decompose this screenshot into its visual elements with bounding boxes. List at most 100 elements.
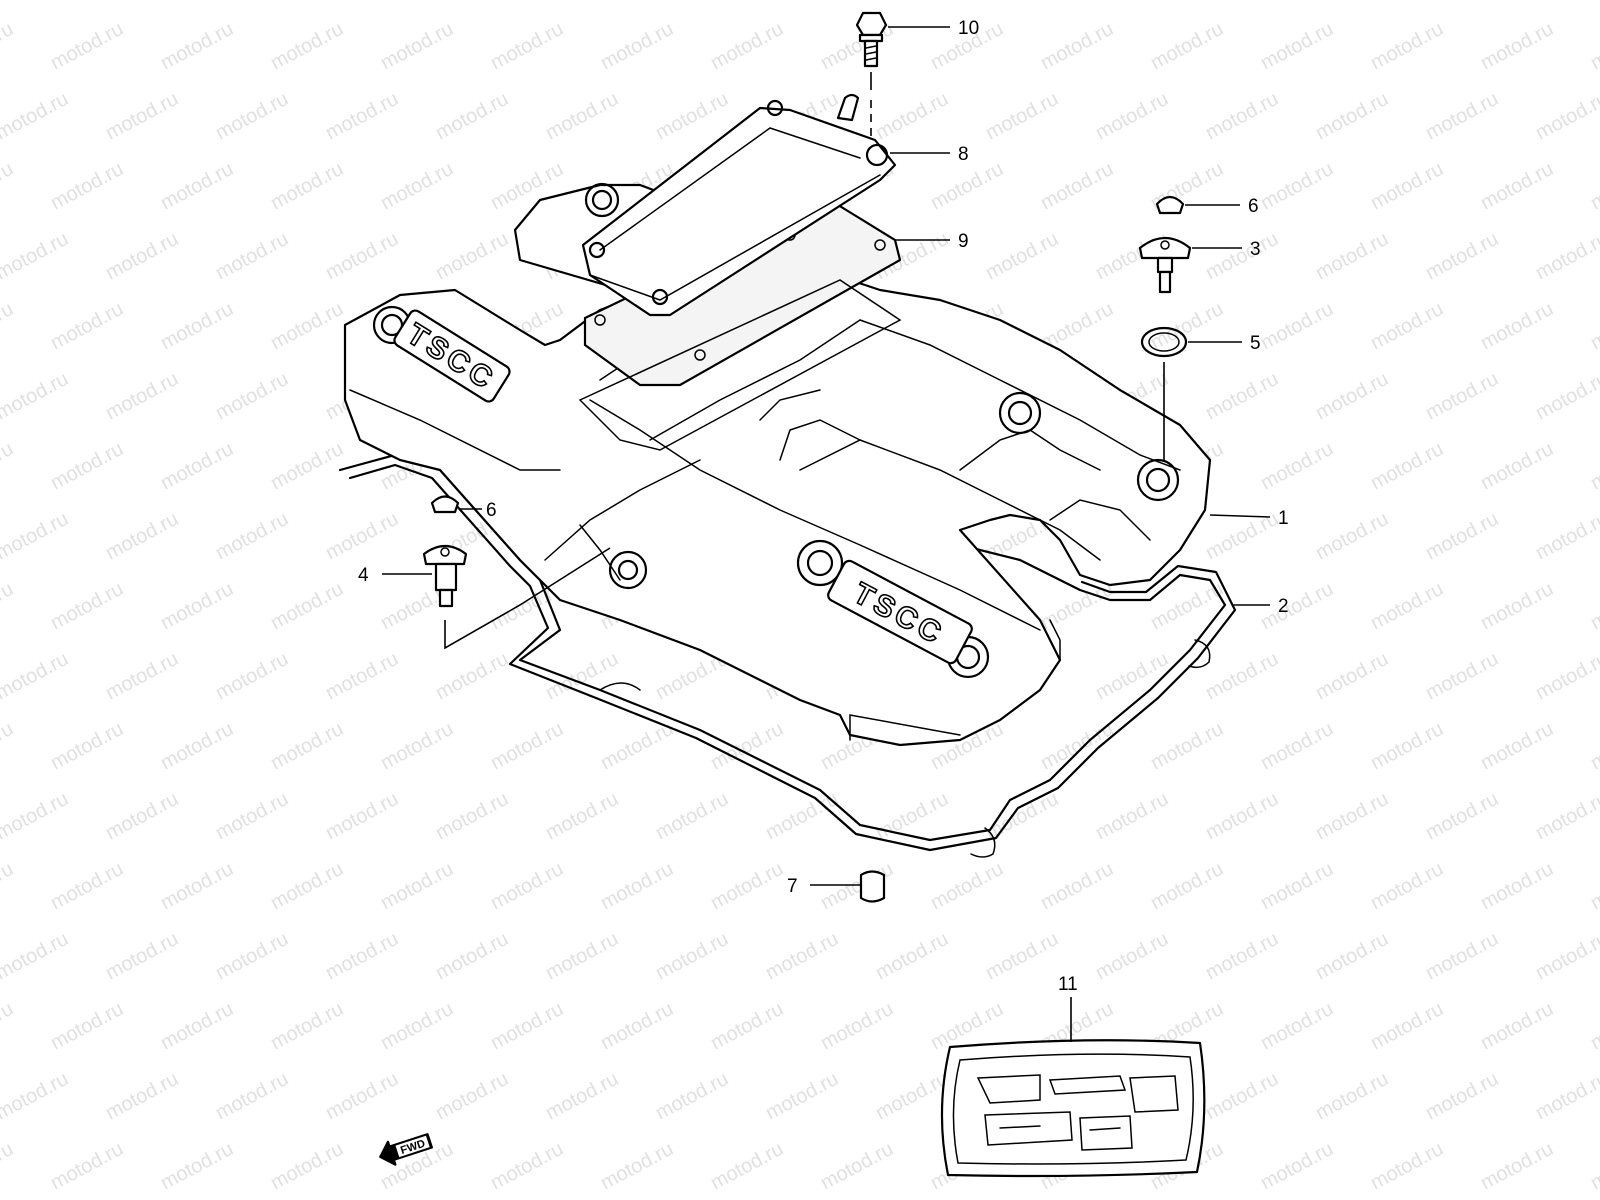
watermark-text: motod.ru xyxy=(1587,578,1600,634)
watermark-text: motod.ru xyxy=(212,648,292,704)
watermark-text: motod.ru xyxy=(652,928,732,984)
watermark-text: motod.ru xyxy=(267,998,347,1054)
callout-8: 8 xyxy=(958,144,969,165)
watermark-text: motod.ru xyxy=(542,0,622,4)
gasket-set-11 xyxy=(940,1039,1206,1178)
watermark-text: motod.ru xyxy=(47,718,127,774)
cylinder-head-cover-gasket xyxy=(338,453,1237,858)
watermark-text: motod.ru xyxy=(1367,578,1447,634)
cap-6-upper xyxy=(1155,195,1185,215)
watermark-text: motod.ru xyxy=(1257,858,1337,914)
watermark-text: motod.ru xyxy=(1257,718,1337,774)
watermark-text: motod.ru xyxy=(47,998,127,1054)
watermark-text: motod.ru xyxy=(597,998,677,1054)
watermark-text: motod.ru xyxy=(1422,508,1502,564)
watermark-text: motod.ru xyxy=(1422,88,1502,144)
watermark-text: motod.ru xyxy=(927,158,1007,214)
watermark-text: motod.ru xyxy=(1092,88,1172,144)
watermark-text: motod.ru xyxy=(212,508,292,564)
watermark-text: motod.ru xyxy=(0,18,17,74)
callout-7: 7 xyxy=(787,876,798,897)
watermark-text: motod.ru xyxy=(267,858,347,914)
watermark-text: motod.ru xyxy=(1532,1068,1600,1124)
watermark-text: motod.ru xyxy=(157,438,237,494)
watermark-text: motod.ru xyxy=(1477,298,1557,354)
watermark-text: motod.ru xyxy=(707,858,787,914)
watermark-text: motod.ru xyxy=(597,858,677,914)
watermark-text: motod.ru xyxy=(267,1138,347,1194)
watermark-text: motod.ru xyxy=(157,578,237,634)
watermark-text: motod.ru xyxy=(1422,788,1502,844)
watermark-text: motod.ru xyxy=(0,788,72,844)
watermark-text: motod.ru xyxy=(1477,18,1557,74)
watermark-text: motod.ru xyxy=(267,18,347,74)
watermark-text: motod.ru xyxy=(47,158,127,214)
watermark-text: motod.ru xyxy=(0,298,17,354)
watermark-text: motod.ru xyxy=(982,788,1062,844)
watermark-text: motod.ru xyxy=(267,298,347,354)
watermark-text: motod.ru xyxy=(322,1068,402,1124)
watermark-text: motod.ru xyxy=(1147,858,1227,914)
watermark-text: motod.ru xyxy=(322,788,402,844)
watermark-text: motod.ru xyxy=(1587,858,1600,914)
watermark-text: motod.ru xyxy=(707,1138,787,1194)
watermark-text: motod.ru xyxy=(0,928,72,984)
watermark-text: motod.ru xyxy=(982,228,1062,284)
watermark-text: motod.ru xyxy=(322,0,402,4)
watermark-text: motod.ru xyxy=(1532,788,1600,844)
cylinder-head-cover: TSCC TSCC xyxy=(343,182,1212,747)
watermark-text: motod.ru xyxy=(157,998,237,1054)
forward-direction-arrow: FWD xyxy=(379,1133,433,1166)
watermark-text: motod.ru xyxy=(1532,648,1600,704)
watermark-text: motod.ru xyxy=(1532,508,1600,564)
watermark-text: motod.ru xyxy=(47,298,127,354)
watermark-text: motod.ru xyxy=(322,508,402,564)
watermark-text: motod.ru xyxy=(487,18,567,74)
watermark-text: motod.ru xyxy=(1257,578,1337,634)
watermark-text: motod.ru xyxy=(1312,1068,1392,1124)
watermark-text: motod.ru xyxy=(1312,228,1392,284)
watermark-text: motod.ru xyxy=(1367,998,1447,1054)
watermark-text: motod.ru xyxy=(1312,788,1392,844)
bolt-10 xyxy=(855,11,888,68)
watermark-text: motod.ru xyxy=(212,928,292,984)
watermark-text: motod.ru xyxy=(652,0,732,4)
watermark-text: motod.ru xyxy=(267,438,347,494)
callout-10: 10 xyxy=(958,18,979,39)
watermark-text: motod.ru xyxy=(432,88,512,144)
watermark-text: motod.ru xyxy=(1202,228,1282,284)
watermark-text: motod.ru xyxy=(1422,648,1502,704)
watermark-text: motod.ru xyxy=(487,998,567,1054)
watermark-text: motod.ru xyxy=(542,928,622,984)
watermark-text: motod.ru xyxy=(47,1138,127,1194)
watermark-text: motod.ru xyxy=(1037,858,1117,914)
watermark-text: motod.ru xyxy=(1202,88,1282,144)
callout-6-lower: 6 xyxy=(486,500,497,521)
watermark-text: motod.ru xyxy=(0,88,72,144)
watermark-text: motod.ru xyxy=(1257,438,1337,494)
watermark-text: motod.ru xyxy=(1312,648,1392,704)
watermark-text: motod.ru xyxy=(0,578,17,634)
watermark-text: motod.ru xyxy=(1257,18,1337,74)
watermark-text: motod.ru xyxy=(762,1068,842,1124)
watermark-text: motod.ru xyxy=(817,1138,897,1194)
watermark-text: motod.ru xyxy=(1422,0,1502,4)
watermark-text: motod.ru xyxy=(157,718,237,774)
watermark-text: motod.ru xyxy=(1587,998,1600,1054)
watermark-text: motod.ru xyxy=(1367,858,1447,914)
watermark-text: motod.ru xyxy=(1477,998,1557,1054)
watermark-text: motod.ru xyxy=(1312,368,1392,424)
watermark-text: motod.ru xyxy=(432,788,512,844)
watermark-text: motod.ru xyxy=(1202,648,1282,704)
watermark-text: motod.ru xyxy=(872,88,952,144)
watermark-text: motod.ru xyxy=(762,928,842,984)
watermark-text: motod.ru xyxy=(1587,158,1600,214)
watermark-text: motod.ru xyxy=(1532,928,1600,984)
watermark-text: motod.ru xyxy=(1202,928,1282,984)
watermark-text: motod.ru xyxy=(707,998,787,1054)
watermark-text: motod.ru xyxy=(982,88,1062,144)
watermark-text: motod.ru xyxy=(1312,928,1392,984)
watermark-text: motod.ru xyxy=(1367,298,1447,354)
watermark-text: motod.ru xyxy=(1422,1068,1502,1124)
watermark-text: motod.ru xyxy=(1422,928,1502,984)
